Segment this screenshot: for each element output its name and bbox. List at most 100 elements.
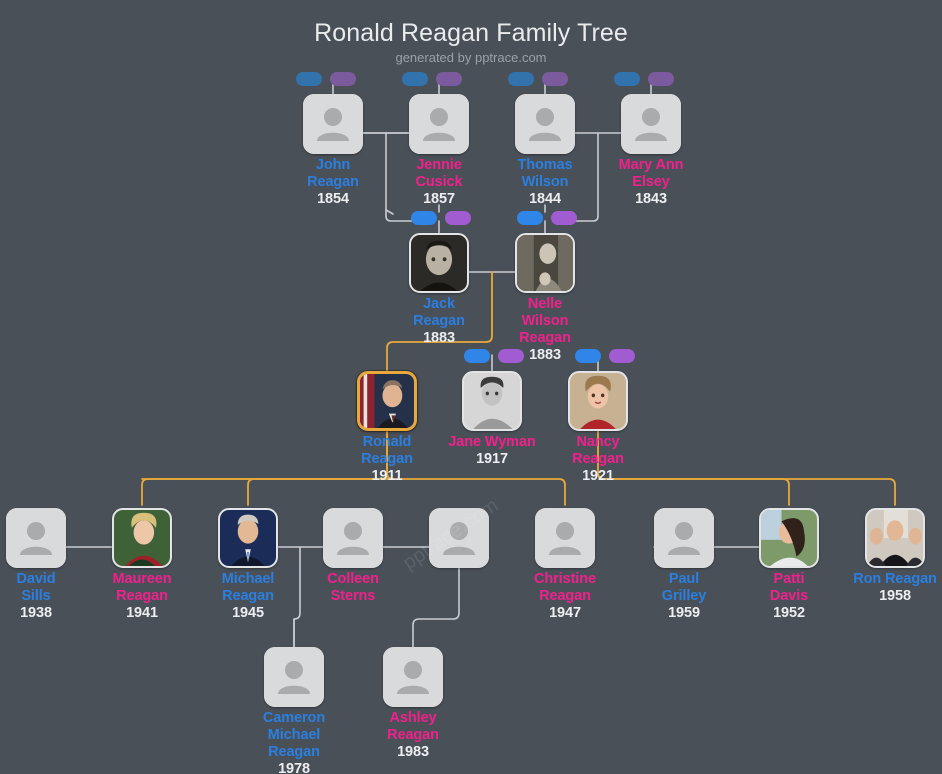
avatar-placeholder-icon [264, 647, 324, 707]
person-photo-cameron_reagan[interactable] [264, 647, 324, 707]
person-photo-nancy_reagan[interactable] [568, 371, 628, 431]
badge-mother-icon[interactable] [445, 211, 471, 225]
badge-father-icon[interactable] [517, 211, 543, 225]
person-birth-year-paul_grilley: 1959 [668, 605, 700, 621]
portrait-ronald-reagan [360, 374, 414, 428]
portrait-jane-wyman [464, 373, 520, 429]
person-name-nelle_reagan: Wilson [521, 313, 569, 329]
person-photo-ashley_reagan[interactable] [383, 647, 443, 707]
badge-mother-icon[interactable] [542, 72, 568, 86]
person-photo-jennie_cusick[interactable] [409, 94, 469, 154]
person-birth-year-nancy_reagan: 1921 [582, 468, 614, 484]
person-photo-jane_wyman[interactable] [462, 371, 522, 431]
page-subtitle: generated by pptrace.com [395, 50, 547, 65]
person-name-jennie_cusick: Cusick [415, 174, 463, 190]
person-photo-patti_davis[interactable] [759, 508, 819, 568]
person-birth-year-maureen_reagan: 1941 [126, 605, 158, 621]
person-birth-year-david_sills: 1938 [20, 605, 52, 621]
person-photo-paul_grilley[interactable] [654, 508, 714, 568]
person-birth-year-michael_reagan: 1945 [232, 605, 264, 621]
badge-father-icon[interactable] [402, 72, 428, 86]
person-name-cameron_reagan: Michael [267, 727, 321, 743]
person-name-ashley_reagan: Ashley [389, 710, 437, 726]
portrait-ron-reagan [867, 510, 923, 566]
page-header: Ronald Reagan Family Tree generated by p… [0, 18, 942, 67]
parent-badges-nelle-reagan [517, 211, 591, 225]
person-name-thomas_wilson: Wilson [521, 174, 569, 190]
person-photo-mary_ann_elsey[interactable] [621, 94, 681, 154]
badge-father-icon[interactable] [575, 349, 601, 363]
parent-badges-jane-wyman [464, 349, 538, 363]
person-birth-year-patti_davis: 1952 [773, 605, 805, 621]
badge-mother-icon[interactable] [609, 349, 635, 363]
badge-mother-icon[interactable] [330, 72, 356, 86]
person-name-jennie_cusick: Jennie [416, 157, 462, 173]
person-photo-david_sills[interactable] [6, 508, 66, 568]
person-birth-year-mary_ann_elsey: 1843 [635, 191, 667, 207]
person-name-david_sills: Sills [21, 588, 51, 604]
badge-mother-icon[interactable] [551, 211, 577, 225]
person-birth-year-cameron_reagan: 1978 [278, 761, 310, 774]
person-photo-jack_reagan[interactable] [409, 233, 469, 293]
badge-father-icon[interactable] [614, 72, 640, 86]
person-photo-christine_reagan[interactable] [535, 508, 595, 568]
badge-mother-icon[interactable] [648, 72, 674, 86]
avatar-placeholder-icon [535, 508, 595, 568]
person-birth-year-jennie_cusick: 1857 [423, 191, 455, 207]
person-name-jack_reagan: Jack [423, 296, 455, 312]
person-photo-maureen_reagan[interactable] [112, 508, 172, 568]
person-photo-michael_reagan[interactable] [218, 508, 278, 568]
person-birth-year-jane_wyman: 1917 [476, 451, 508, 467]
person-photo-thomas_wilson[interactable] [515, 94, 575, 154]
person-photo-ron_reagan[interactable] [865, 508, 925, 568]
person-name-mary_ann_elsey: Elsey [632, 174, 670, 190]
portrait-maureen-reagan [114, 510, 170, 566]
person-photo-john_reagan[interactable] [303, 94, 363, 154]
person-name-nancy_reagan: Reagan [572, 451, 624, 467]
person-photo-colleen_sterns[interactable] [323, 508, 383, 568]
person-birth-year-ron_reagan: 1958 [879, 588, 911, 604]
avatar-placeholder-icon [303, 94, 363, 154]
person-node-unnamed_spouse[interactable] [399, 508, 519, 571]
person-name-cameron_reagan: Reagan [268, 744, 320, 760]
person-photo-ronald_reagan[interactable] [357, 371, 417, 431]
person-photo-unnamed_spouse[interactable] [429, 508, 489, 568]
person-name-maureen_reagan: Reagan [116, 588, 168, 604]
parent-badges-nancy-reagan [575, 349, 649, 363]
portrait-nancy-reagan [570, 373, 626, 429]
badge-father-icon[interactable] [411, 211, 437, 225]
avatar-placeholder-icon [654, 508, 714, 568]
badge-father-icon[interactable] [508, 72, 534, 86]
badge-mother-icon[interactable] [498, 349, 524, 363]
badge-father-icon[interactable] [296, 72, 322, 86]
person-photo-nelle_reagan[interactable] [515, 233, 575, 293]
badge-mother-icon[interactable] [436, 72, 462, 86]
badge-father-icon[interactable] [464, 349, 490, 363]
